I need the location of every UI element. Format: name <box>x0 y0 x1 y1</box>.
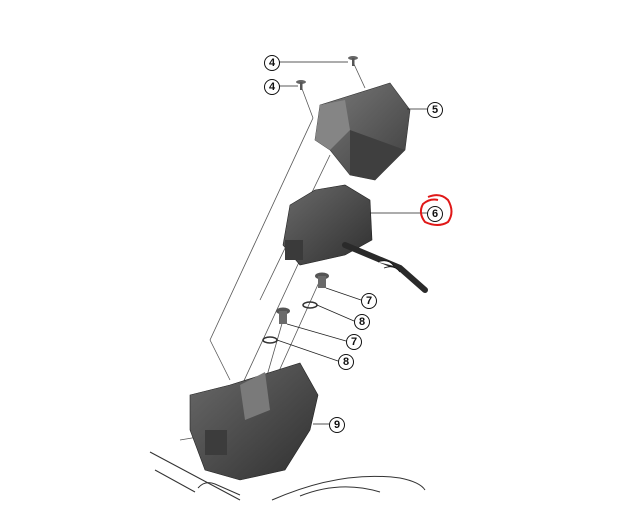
callout-5: 5 <box>427 102 443 118</box>
washer-part-8-lower[interactable] <box>262 336 278 344</box>
callout-4-left: 4 <box>264 79 280 95</box>
callout-6: 6 <box>427 206 443 222</box>
base-bracket-part-9[interactable] <box>189 362 319 481</box>
highlight-circle-annotation <box>419 194 453 226</box>
callout-7-upper: 7 <box>361 293 377 309</box>
switch-unit-part-6[interactable] <box>282 184 428 293</box>
screw-part-4-left[interactable] <box>296 80 306 90</box>
callout-8-lower: 8 <box>338 354 354 370</box>
callout-4-top: 4 <box>264 55 280 71</box>
background-frame-lines <box>149 451 426 501</box>
leader-lines <box>276 61 427 425</box>
callout-7-lower: 7 <box>346 334 362 350</box>
callout-9: 9 <box>329 417 345 433</box>
callout-8-upper: 8 <box>354 314 370 330</box>
screw-part-4-top[interactable] <box>348 56 358 66</box>
cover-part-5[interactable] <box>314 82 411 181</box>
bolt-part-7-lower[interactable] <box>276 307 290 325</box>
bolt-part-7-upper[interactable] <box>315 272 329 289</box>
